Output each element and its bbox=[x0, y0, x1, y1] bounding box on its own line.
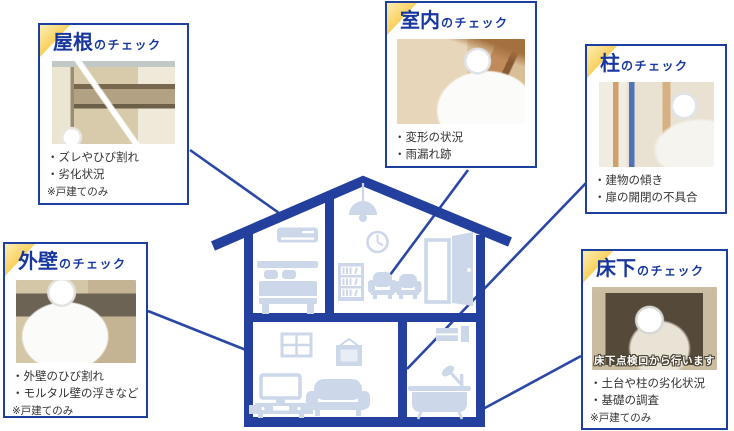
house-roof bbox=[211, 175, 512, 251]
checklist-item: ・劣化状況 bbox=[47, 169, 105, 182]
house-furniture bbox=[249, 183, 473, 420]
card-pillar-check: 柱 のチェック ・建物の傾き ・扉の開閉の不具合 bbox=[585, 44, 727, 214]
connector-indoor-line bbox=[385, 169, 470, 280]
open-door-icon bbox=[424, 232, 473, 306]
card-title-main: 屋根 bbox=[53, 32, 93, 54]
picture-frame-icon bbox=[336, 337, 362, 366]
card-title: 屋根 のチェック bbox=[53, 32, 181, 54]
house-lower-partition-wall bbox=[398, 322, 407, 420]
checklist: ・変形の状況 ・雨漏れ跡 bbox=[394, 130, 528, 165]
checklist-item: ・変形の状況 bbox=[394, 132, 463, 144]
checklist-item: ・雨漏れ跡 bbox=[394, 149, 452, 162]
underfloor-inspection-photo: 床下点検口から行います bbox=[592, 287, 717, 370]
card-note: ※戸建てのみ bbox=[12, 404, 74, 417]
checklist-item: ・建物の傾き bbox=[594, 175, 663, 187]
card-title: 室内 のチェック bbox=[400, 10, 529, 32]
roof-inspection-photo bbox=[52, 61, 175, 144]
card-title: 外壁 のチェック bbox=[18, 251, 140, 273]
house-base-floor bbox=[244, 417, 485, 427]
window-icon bbox=[280, 332, 313, 358]
checklist-item: ・扉の開閉の不具合 bbox=[594, 192, 698, 205]
bookshelf-icon bbox=[338, 263, 364, 301]
connector-roof-line bbox=[189, 148, 280, 215]
tv-icon bbox=[249, 373, 313, 418]
armchair-icon bbox=[368, 272, 397, 299]
pendant-lamp-icon bbox=[349, 183, 377, 222]
checklist: ・土台や柱の劣化状況 ・基礎の調査 ※戸建てのみ bbox=[590, 376, 719, 426]
exterior-wall-inspection-photo bbox=[15, 280, 136, 363]
sofa-icon bbox=[306, 379, 370, 416]
connector-lines bbox=[147, 148, 587, 411]
card-title-suffix: のチェック bbox=[441, 16, 509, 30]
wall-clock-icon bbox=[366, 230, 389, 254]
card-title-suffix: のチェック bbox=[94, 38, 162, 52]
checklist-item: ・外壁のひび割れ bbox=[12, 371, 104, 383]
checklist: ・建物の傾き ・扉の開閉の不具合 bbox=[594, 173, 718, 208]
air-conditioner-icon bbox=[277, 227, 318, 243]
card-title-main: 室内 bbox=[400, 10, 440, 32]
bathtub-icon bbox=[408, 374, 471, 420]
card-title: 柱 のチェック bbox=[600, 53, 719, 75]
photo-caption: 床下点検口から行います bbox=[594, 355, 715, 367]
house-left-wall bbox=[244, 228, 253, 427]
card-exterior-wall-check: 外壁 のチェック ・外壁のひび割れ ・モルタル壁の浮きなど ※戸建てのみ bbox=[3, 242, 148, 418]
indoor-inspection-photo bbox=[397, 39, 525, 124]
card-roof-check: 屋根 のチェック ・ズレやひび割れ ・劣化状況 ※戸建てのみ bbox=[38, 23, 189, 205]
checklist-item: ・ズレやひび割れ bbox=[47, 152, 139, 164]
armchair-icon bbox=[395, 274, 422, 299]
card-underfloor-check: 床下 のチェック 床下点検口から行います ・土台や柱の劣化状況 ・基礎の調査 ※… bbox=[581, 249, 728, 430]
card-title-suffix: のチェック bbox=[621, 59, 689, 73]
card-note: ※戸建てのみ bbox=[590, 411, 652, 424]
checklist: ・外壁のひび割れ ・モルタル壁の浮きなど ※戸建てのみ bbox=[12, 369, 139, 417]
card-indoor-check: 室内 のチェック ・変形の状況 ・雨漏れ跡 bbox=[385, 1, 537, 168]
card-title: 床下 のチェック bbox=[596, 258, 720, 280]
house-right-wall bbox=[476, 235, 485, 427]
bed-icon bbox=[257, 261, 318, 314]
checklist-item: ・基礎の調査 bbox=[590, 395, 659, 408]
house-structure bbox=[244, 195, 485, 427]
house-mid-floor bbox=[244, 313, 485, 322]
pillar-inspection-photo bbox=[598, 82, 714, 167]
connector-floor-line bbox=[482, 354, 582, 411]
connector-wall-line bbox=[147, 309, 247, 352]
card-title-main: 床下 bbox=[596, 258, 636, 280]
card-title-suffix: のチェック bbox=[59, 257, 127, 271]
card-title-suffix: のチェック bbox=[637, 264, 705, 278]
card-title-main: 柱 bbox=[600, 53, 620, 75]
checklist-item: ・土台や柱の劣化状況 bbox=[590, 378, 705, 390]
checklist-item: ・モルタル壁の浮きなど bbox=[12, 388, 139, 401]
checklist: ・ズレやひび割れ ・劣化状況 ※戸建てのみ bbox=[47, 150, 180, 200]
house-upper-partition-wall bbox=[325, 195, 334, 315]
card-note: ※戸建てのみ bbox=[47, 185, 109, 198]
card-title-main: 外壁 bbox=[18, 251, 58, 273]
towel-shelf-icon bbox=[436, 326, 469, 342]
